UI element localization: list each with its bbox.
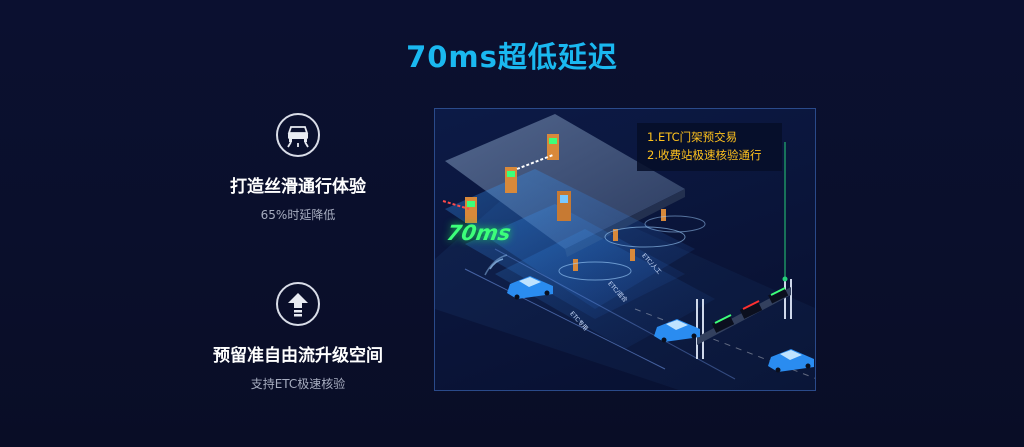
feature-subtext: 65%时延降低 [260, 208, 336, 222]
callout-line: 2.收费站极速核验通行 [647, 148, 762, 162]
feature-heading: 预留准自由流升级空间 [213, 346, 383, 366]
callout-box: 1.ETC门架预交易 2.收费站极速核验通行 [637, 123, 782, 171]
feature-subtext: 支持ETC极速核验 [250, 377, 346, 391]
feature-low-latency: 打造丝滑通行体验 65%时延降低 [188, 113, 408, 223]
toll-station-illustration: ETC/人工 ETC/混合 ETC专用 70ms 1.ETC门架预交易 2.收费… [434, 108, 816, 391]
callout-line: 1.ETC门架预交易 [647, 130, 738, 144]
feature-heading: 打造丝滑通行体验 [230, 177, 366, 197]
feature-upgrade: 预留准自由流升级空间 支持ETC极速核验 [188, 282, 408, 392]
upgrade-arrow-icon [276, 282, 320, 326]
latency-label: 70ms [444, 221, 513, 245]
page-title: 70ms超低延迟 [406, 40, 618, 74]
car-road-icon [276, 113, 320, 157]
toll-scene-graphic [435, 114, 815, 390]
